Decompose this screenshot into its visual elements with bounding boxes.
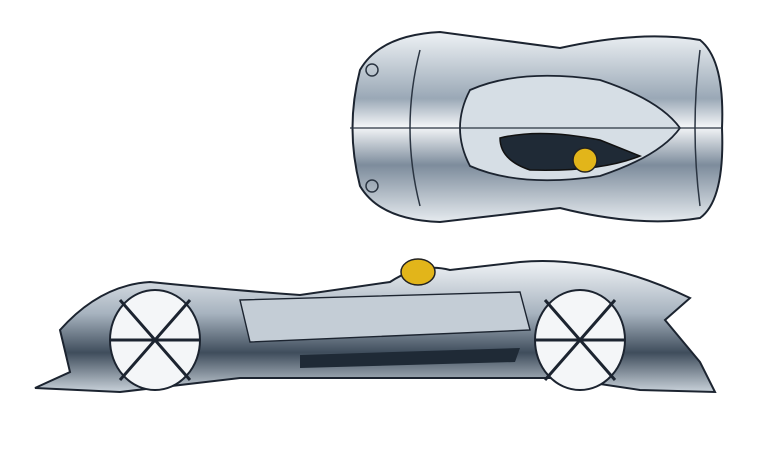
side-view-car	[34, 258, 717, 394]
top-view-helmet	[572, 147, 598, 173]
top-view-cockpit-opening	[499, 132, 643, 171]
side-view-helmet	[400, 258, 436, 286]
top-view-car	[350, 30, 724, 224]
